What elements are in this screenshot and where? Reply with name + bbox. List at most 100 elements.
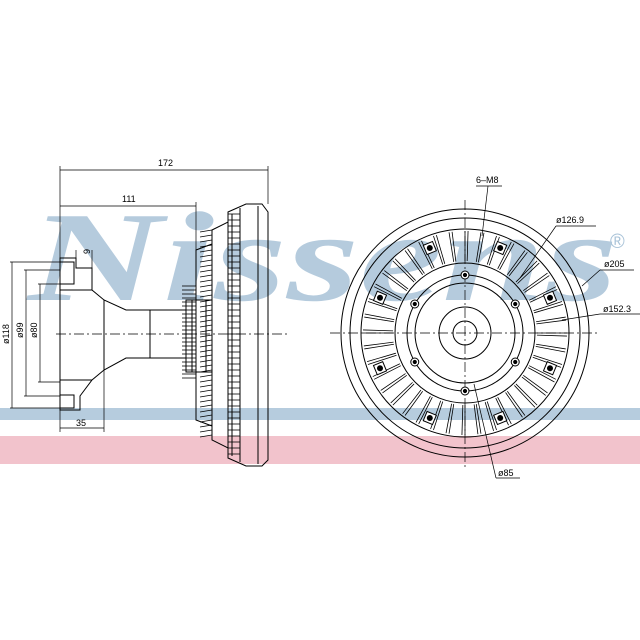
dim-hub-length: 35 xyxy=(76,418,86,428)
stud-center xyxy=(546,365,553,372)
side-fin xyxy=(199,379,213,383)
cooling-fin xyxy=(363,329,394,334)
bolt-center xyxy=(513,301,518,307)
front-view-bolts xyxy=(372,240,558,426)
side-fin xyxy=(199,294,213,298)
dim-bolt-circle: ø126.9 xyxy=(556,215,584,225)
dim-flange-thickness: 9 xyxy=(82,249,92,254)
dim-outer-diameter: ø205 xyxy=(604,259,625,269)
clutch-body-outer xyxy=(227,203,269,467)
side-fin xyxy=(199,299,213,303)
watermark-registered-mark: ® xyxy=(610,231,625,253)
stud-center xyxy=(426,414,433,421)
side-fin xyxy=(199,389,213,393)
side-fin xyxy=(199,274,213,278)
cooling-fin xyxy=(373,283,403,301)
leader-bolt-circle xyxy=(519,225,596,279)
bolt-center xyxy=(462,272,468,278)
cooling-fin xyxy=(461,404,466,435)
bolt-center xyxy=(513,359,518,365)
cooling-fin xyxy=(402,389,424,416)
cooling-fin xyxy=(464,231,469,262)
dim-pilot-diameter: ø99 xyxy=(15,322,25,338)
side-fin xyxy=(199,289,213,293)
cooling-fin xyxy=(515,260,540,284)
dim-line-overall-length xyxy=(59,166,269,262)
dim-hub-diameter: ø85 xyxy=(498,468,514,478)
side-fin xyxy=(199,369,213,373)
cooling-fin xyxy=(475,232,485,263)
side-fin xyxy=(199,424,213,428)
cooling-fin xyxy=(536,332,567,337)
dim-line-flange-diameter xyxy=(10,261,60,409)
side-fin xyxy=(199,409,213,413)
cooling-fin xyxy=(366,352,397,365)
cooling-fin xyxy=(363,341,394,350)
side-fin xyxy=(199,329,213,333)
flange-inner-edge xyxy=(60,289,105,381)
side-fin xyxy=(199,344,213,348)
side-fin xyxy=(199,319,213,323)
cooling-fin xyxy=(497,241,515,271)
stud-center xyxy=(377,365,384,372)
cooling-fin xyxy=(533,301,564,314)
cooling-fin xyxy=(527,365,557,383)
side-fin xyxy=(199,239,213,243)
cooling-fin xyxy=(473,404,482,435)
side-fin xyxy=(199,284,213,288)
side-fin xyxy=(199,349,213,353)
cooling-fin xyxy=(380,373,407,394)
dim-flange-to-body: 111 xyxy=(122,194,136,204)
front-view xyxy=(330,200,600,468)
side-fin xyxy=(199,244,213,248)
side-fin xyxy=(199,269,213,273)
side-fin xyxy=(199,254,213,258)
side-fin xyxy=(199,364,213,368)
bolt-center xyxy=(412,301,417,307)
cooling-fin xyxy=(364,313,395,323)
side-fin xyxy=(199,309,213,313)
cooling-fin xyxy=(536,316,567,325)
stud-center xyxy=(546,294,553,301)
dim-line-hub-length xyxy=(59,370,105,432)
side-fin xyxy=(199,414,213,418)
dim-line-bore-diameter xyxy=(38,283,60,383)
stud-center xyxy=(426,245,433,252)
cooling-fin xyxy=(392,258,416,283)
side-fin xyxy=(199,394,213,398)
leader-hub-diameter xyxy=(473,383,520,479)
dim-line-flange-to-body xyxy=(60,202,197,250)
cooling-fin xyxy=(514,383,538,408)
side-fin xyxy=(199,314,213,318)
watermark-brand: Nissens xyxy=(25,186,618,328)
cooling-fin xyxy=(505,391,526,418)
cooling-fin xyxy=(404,248,425,275)
stud-center xyxy=(377,294,384,301)
side-fin xyxy=(199,359,213,363)
cooling-fin xyxy=(448,231,457,262)
bolt-center xyxy=(412,359,417,365)
side-view-fins xyxy=(182,213,240,455)
side-fin xyxy=(199,354,213,358)
flange-outline xyxy=(59,261,75,409)
cooling-fin xyxy=(523,272,550,293)
side-fin xyxy=(199,374,213,378)
side-fin xyxy=(199,229,213,233)
cooling-fin xyxy=(484,401,497,432)
side-fin xyxy=(199,404,213,408)
side-fin xyxy=(199,259,213,263)
cooling-fin xyxy=(506,250,528,277)
dim-bolt-pattern: 6–M8 xyxy=(476,175,499,185)
stud-center xyxy=(497,414,504,421)
side-fin xyxy=(199,384,213,388)
cooling-fin xyxy=(521,374,548,396)
side-fin xyxy=(199,264,213,268)
leader-inner-ring xyxy=(561,313,640,321)
side-fin xyxy=(199,429,213,433)
cooling-fin xyxy=(535,343,566,353)
cooling-fin xyxy=(433,234,446,265)
side-fin xyxy=(199,249,213,253)
bolt-center xyxy=(462,388,468,394)
cooling-fin xyxy=(445,403,455,434)
